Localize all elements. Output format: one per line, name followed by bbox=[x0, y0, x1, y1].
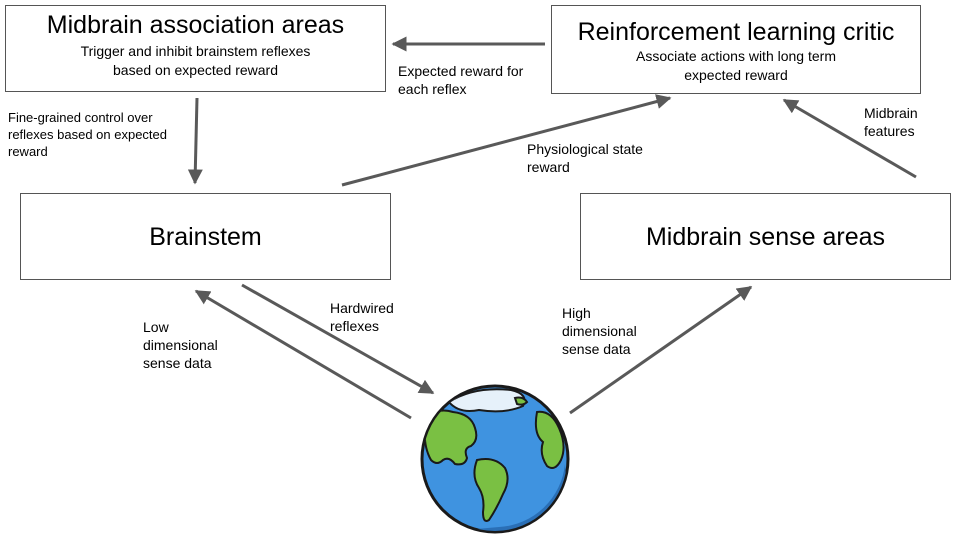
arrow-assoc-to-brainstem bbox=[187, 97, 203, 185]
earth-globe-icon bbox=[420, 384, 570, 534]
arrow-sense-to-critic bbox=[782, 98, 917, 179]
node-rl-critic: Reinforcement learning critic Associate … bbox=[551, 5, 921, 94]
edge-label-high-dim: High dimensional sense data bbox=[562, 305, 637, 357]
node-title: Brainstem bbox=[149, 223, 262, 251]
node-midbrain-sense: Midbrain sense areas bbox=[580, 193, 951, 280]
edge-label-low-dim: Low dimensional sense data bbox=[143, 319, 218, 371]
arrow-world-to-brainstem bbox=[194, 289, 412, 420]
node-brainstem: Brainstem bbox=[20, 193, 391, 280]
edge-label-hardwired-reflexes: Hardwired reflexes bbox=[330, 300, 394, 334]
edge-label-midbrain-features: Midbrain features bbox=[864, 105, 918, 139]
edge-label-expected-reward: Expected reward for each reflex bbox=[398, 63, 524, 97]
edge-label-fine-control: Fine-grained control over reflexes based… bbox=[8, 110, 167, 159]
node-subtitle: Trigger and inhibit brainstem reflexes b… bbox=[80, 43, 311, 78]
arrow-brainstem-to-world bbox=[241, 283, 435, 395]
arrow-brainstem-to-critic bbox=[341, 94, 672, 187]
edge-label-physio-reward: Physiological state reward bbox=[527, 141, 643, 175]
node-midbrain-association: Midbrain association areas Trigger and i… bbox=[5, 5, 386, 92]
node-title: Reinforcement learning critic bbox=[577, 18, 895, 46]
arrow-world-to-sense bbox=[569, 285, 753, 415]
node-title: Midbrain association areas bbox=[46, 11, 345, 39]
node-title: Midbrain sense areas bbox=[645, 223, 885, 251]
node-subtitle: Associate actions with long term expecte… bbox=[636, 48, 836, 83]
